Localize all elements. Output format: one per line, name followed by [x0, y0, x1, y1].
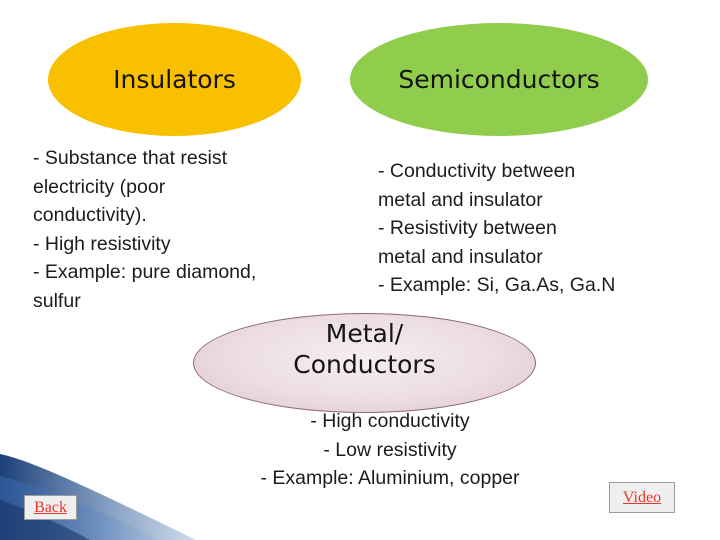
conductors-title: Metal/ Conductors [293, 319, 436, 379]
insulators-oval: Insulators [48, 23, 301, 136]
video-button[interactable]: Video [609, 482, 675, 513]
insulators-description: - Substance that resist electricity (poo… [33, 147, 257, 312]
back-button[interactable]: Back [24, 495, 77, 520]
semiconductors-oval: Semiconductors [350, 23, 648, 136]
corner-swoosh-decoration [0, 454, 196, 540]
conductors-description: - High conductivity - Low resistivity - … [260, 410, 520, 489]
semiconductors-description: - Conductivity between metal and insulat… [378, 160, 616, 296]
semiconductors-title: Semiconductors [398, 65, 600, 94]
insulators-title: Insulators [113, 65, 236, 94]
conductors-oval: Metal/ Conductors [193, 313, 536, 413]
